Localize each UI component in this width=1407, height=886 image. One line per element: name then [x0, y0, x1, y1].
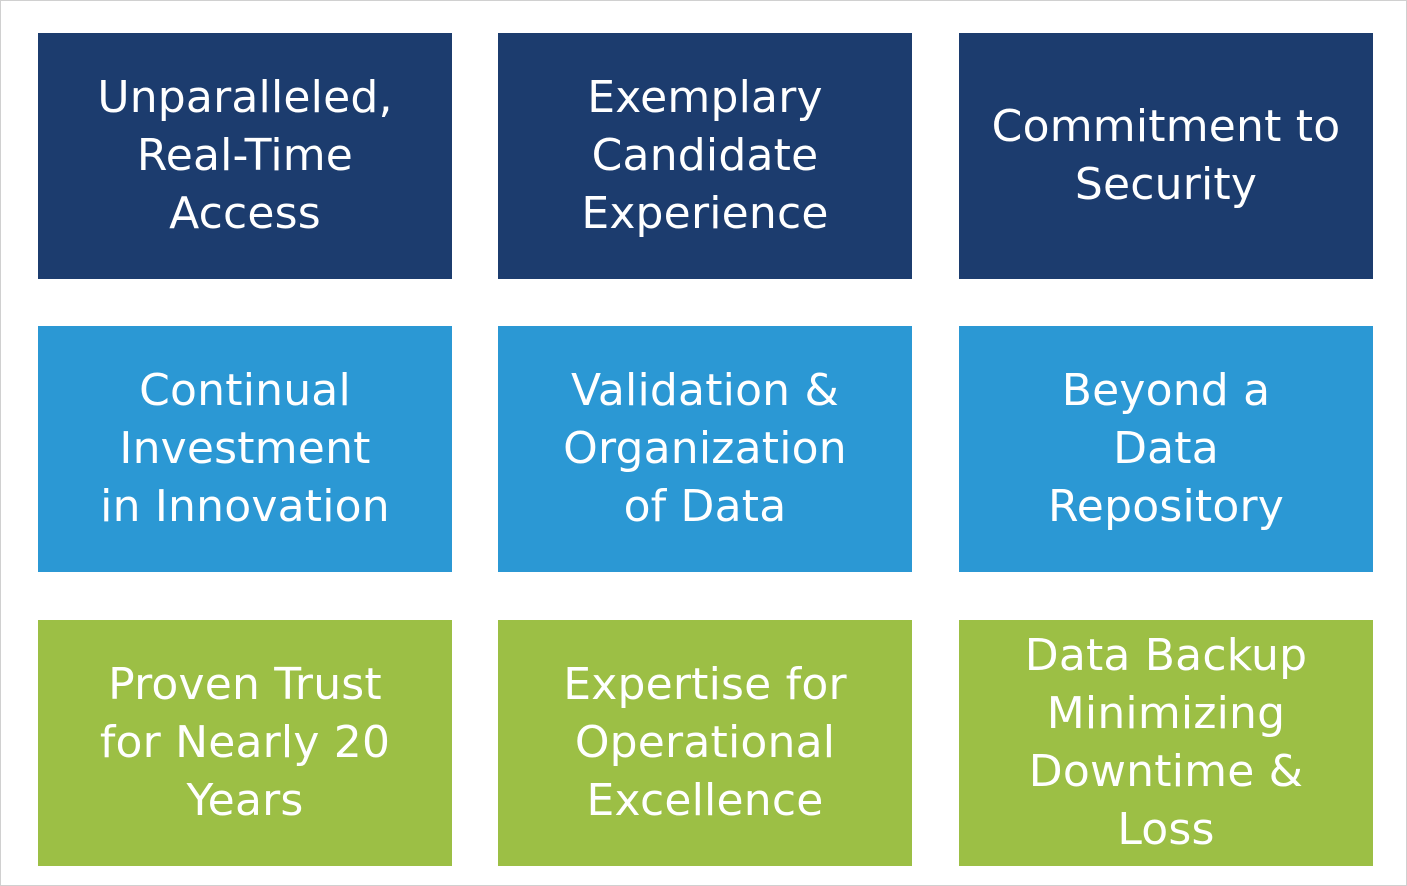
- tile-label: Expertise for Operational Excellence: [563, 659, 847, 826]
- tile-label: Proven Trust for Nearly 20 Years: [99, 659, 391, 826]
- tile-data-backup: Data Backup Minimizing Downtime & Loss: [959, 620, 1373, 866]
- tile-proven-trust: Proven Trust for Nearly 20 Years: [38, 620, 452, 866]
- tile-label: Unparalleled, Real-Time Access: [97, 72, 393, 239]
- tile-data-repository: Beyond a Data Repository: [959, 326, 1373, 572]
- tile-operational-excellence: Expertise for Operational Excellence: [498, 620, 912, 866]
- tile-innovation: Continual Investment in Innovation: [38, 326, 452, 572]
- tile-label: Data Backup Minimizing Downtime & Loss: [1024, 630, 1308, 855]
- tile-label: Exemplary Candidate Experience: [581, 72, 829, 239]
- tile-label: Beyond a Data Repository: [1048, 365, 1284, 532]
- tile-label: Validation & Organization of Data: [563, 365, 847, 532]
- tile-security: Commitment to Security: [959, 33, 1373, 279]
- tile-candidate-experience: Exemplary Candidate Experience: [498, 33, 912, 279]
- tile-real-time-access: Unparalleled, Real-Time Access: [38, 33, 452, 279]
- tile-label: Continual Investment in Innovation: [100, 365, 390, 532]
- tile-label: Commitment to Security: [991, 101, 1341, 210]
- tile-data-validation: Validation & Organization of Data: [498, 326, 912, 572]
